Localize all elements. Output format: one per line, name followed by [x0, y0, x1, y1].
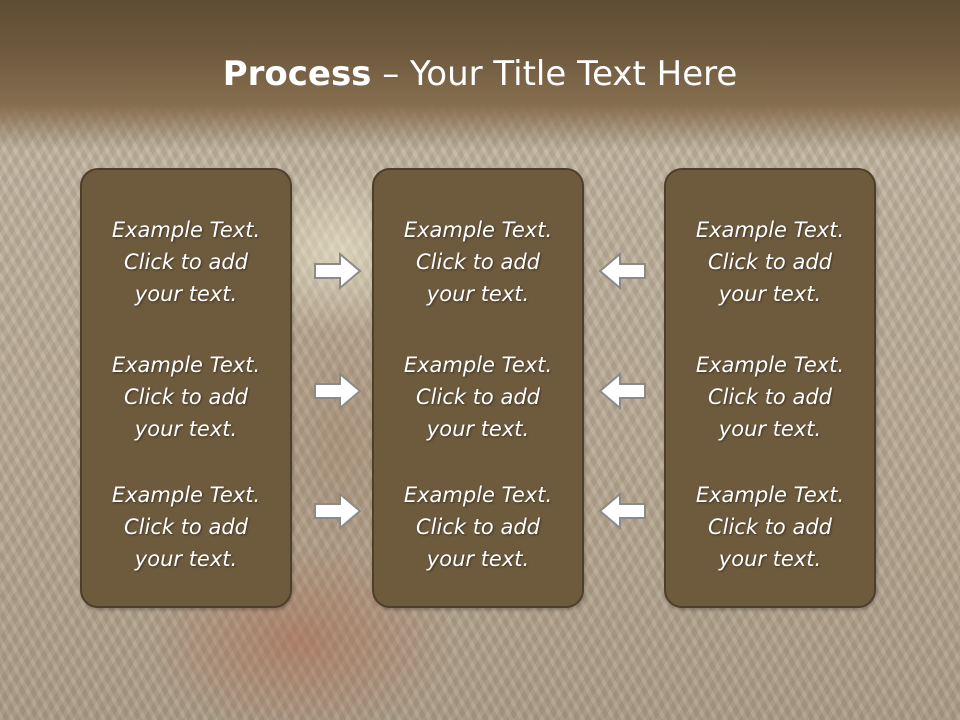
left-item-1-text[interactable]: Example Text. Click to add your text.: [111, 218, 261, 306]
title-bold: Process: [222, 54, 372, 94]
arrow-left-icon: [598, 371, 646, 411]
process-box-left[interactable]: Example Text. Click to add your text. Ex…: [80, 168, 292, 608]
arrow-left-icon: [598, 491, 646, 531]
left-item-2-text[interactable]: Example Text. Click to add your text.: [111, 353, 261, 441]
right-item-3-text[interactable]: Example Text. Click to add your text.: [695, 483, 845, 571]
right-item-1-text[interactable]: Example Text. Click to add your text.: [695, 218, 845, 306]
title-band: [0, 0, 960, 150]
left-item-3-text[interactable]: Example Text. Click to add your text.: [111, 483, 261, 571]
process-box-middle[interactable]: Example Text. Click to add your text. Ex…: [372, 168, 584, 608]
right-item-2-text[interactable]: Example Text. Click to add your text.: [695, 353, 845, 441]
slide-title[interactable]: Process – Your Title Text Here: [0, 50, 960, 98]
middle-item-2-text[interactable]: Example Text. Click to add your text.: [403, 353, 553, 441]
arrow-right-icon: [314, 371, 362, 411]
arrow-right-icon: [314, 251, 362, 291]
arrow-left-icon: [598, 251, 646, 291]
process-box-right[interactable]: Example Text. Click to add your text. Ex…: [664, 168, 876, 608]
middle-item-1-text[interactable]: Example Text. Click to add your text.: [403, 218, 553, 306]
arrow-right-icon: [314, 491, 362, 531]
title-rest: – Your Title Text Here: [371, 54, 738, 94]
middle-item-3-text[interactable]: Example Text. Click to add your text.: [403, 483, 553, 571]
